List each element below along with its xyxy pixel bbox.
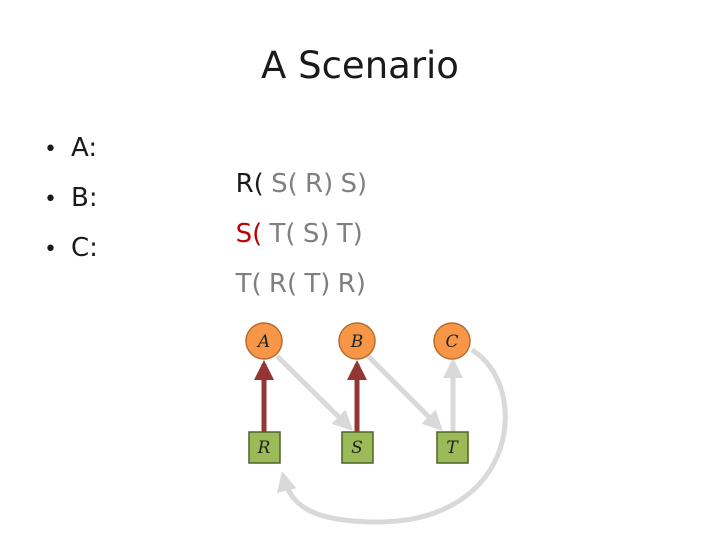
sequence-token: S): [340, 169, 368, 199]
node-label: C: [445, 332, 458, 352]
resource-node-t: T: [436, 431, 469, 464]
process-node-b: B: [338, 322, 376, 360]
sequence-token: R(: [268, 269, 298, 299]
node-label: S: [351, 438, 363, 458]
sequence-token: S(: [235, 219, 263, 249]
bullet-dot-icon: •: [44, 137, 57, 162]
slide-title: A Scenario: [261, 44, 459, 87]
request-sequences: R(S(R)S) S(T(S)T) T(R(T)R): [186, 133, 374, 299]
resource-node-r: R: [248, 431, 281, 464]
node-label: A: [256, 332, 270, 352]
process-label: B:: [71, 183, 98, 213]
node-label: R: [257, 438, 271, 458]
sequence-token: T(: [235, 269, 262, 299]
sequence-token: R): [337, 269, 366, 299]
sequence-row-a: R(S(R)S): [186, 133, 374, 199]
sequence-row-c: T(R(T)R): [186, 233, 374, 299]
resource-node-s: S: [341, 431, 374, 464]
node-label: B: [350, 332, 364, 352]
sequence-token: T): [336, 219, 363, 249]
process-row-c: • C:: [44, 233, 98, 283]
bullet-dot-icon: •: [44, 187, 57, 212]
sequence-token: R(: [235, 169, 264, 199]
sequence-row-b: S(T(S)T): [186, 183, 374, 249]
sequence-token: R): [305, 169, 334, 199]
wait-edge-b-to-t: [366, 354, 443, 431]
node-label: T: [446, 438, 459, 458]
wait-edge-c-to-r: [276, 347, 508, 525]
bullet-dot-icon: •: [44, 237, 57, 262]
process-node-a: A: [245, 322, 283, 360]
process-row-a: • A:: [44, 133, 98, 183]
sequence-token: T(: [269, 219, 296, 249]
process-label: A:: [71, 133, 98, 163]
process-label: C:: [71, 233, 98, 263]
process-list: • A: • B: • C:: [44, 133, 98, 283]
wait-edge-a-to-s: [275, 354, 353, 431]
process-row-b: • B:: [44, 183, 98, 233]
sequence-token: T): [304, 269, 331, 299]
sequence-token: S(: [271, 169, 298, 199]
sequence-token: S): [302, 219, 330, 249]
process-node-c: C: [433, 322, 471, 360]
